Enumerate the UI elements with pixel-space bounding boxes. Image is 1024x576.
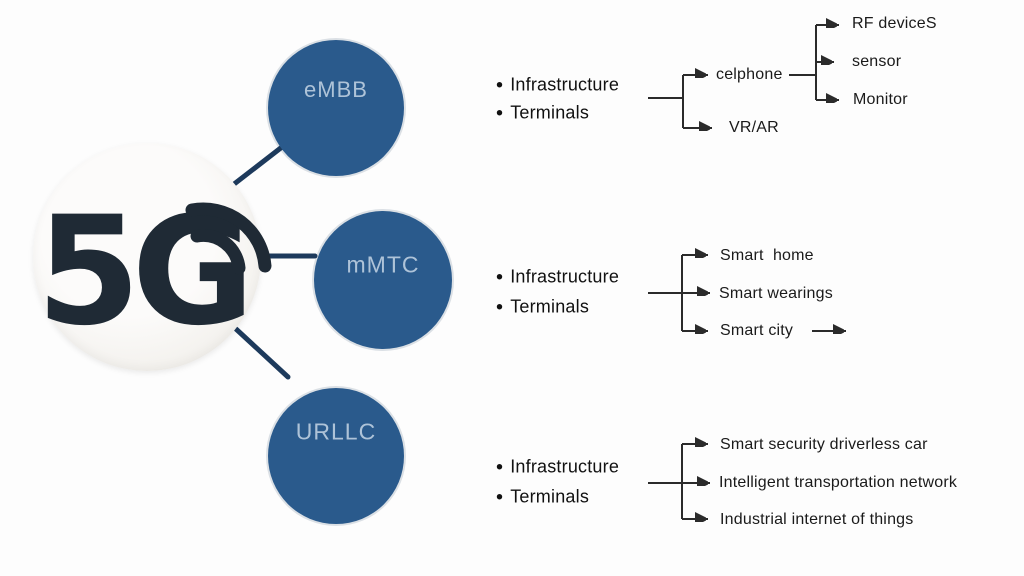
embb-leaf-monitor: Monitor xyxy=(853,91,908,108)
bullet-icon: • xyxy=(496,266,504,288)
signal-waves-icon xyxy=(185,202,272,275)
category-label-urllc: URLLC xyxy=(295,418,377,445)
bullet-icon: • xyxy=(496,486,504,508)
hub-link-embb xyxy=(226,144,285,191)
category-label-embb: eMBB xyxy=(304,77,368,103)
mmtc-leaf-smart-city: Smart city xyxy=(720,322,794,339)
bullet-icon: • xyxy=(496,74,504,96)
mmtc-leaf-smart-home: Smart home xyxy=(720,247,814,264)
embb-node-vr-ar: VR/AR xyxy=(729,119,779,136)
embb-bullet-infrastructure: • Infrastructure xyxy=(496,75,619,96)
bullet-label: Terminals xyxy=(510,486,590,507)
bullet-icon: • xyxy=(496,456,504,478)
embb-tree-lines xyxy=(648,25,839,128)
bullet-label: Infrastructure xyxy=(510,456,620,477)
category-circle-embb: eMBB xyxy=(268,40,404,176)
bullet-label: Infrastructure xyxy=(510,74,620,95)
embb-leaf-sensor: sensor xyxy=(852,53,902,70)
mmtc-leaf-smart-wearings: Smart wearings xyxy=(719,285,833,302)
urllc-bullet-terminals: • Terminals xyxy=(496,487,589,508)
urllc-leaf-industrial-iot: Industrial internet of things xyxy=(720,511,914,528)
embb-leaf-rf-devices: RF deviceS xyxy=(852,15,937,32)
embb-bullet-terminals: • Terminals xyxy=(496,103,589,124)
hub-links xyxy=(226,144,318,380)
category-circle-urllc: URLLC xyxy=(268,388,404,524)
mmtc-bullet-terminals: • Terminals xyxy=(496,297,589,318)
bullet-icon: • xyxy=(496,102,504,124)
embb-node-celphone: celphone xyxy=(716,66,783,83)
mmtc-tree-lines xyxy=(648,255,846,331)
hub-link-urllc xyxy=(233,326,291,380)
bullet-label: Infrastructure xyxy=(510,266,620,287)
category-circle-mmtc: mMTC xyxy=(314,211,452,349)
bullet-label: Terminals xyxy=(510,102,590,123)
urllc-bullet-infrastructure: • Infrastructure xyxy=(496,457,619,478)
urllc-tree-lines xyxy=(648,444,710,519)
hub-circle: 5G xyxy=(33,143,272,371)
bullet-icon: • xyxy=(496,296,504,318)
urllc-leaf-smart-security: Smart security driverless car xyxy=(720,436,928,453)
category-label-mmtc: mMTC xyxy=(346,251,420,278)
urllc-leaf-intelligent-transportation: Intelligent transportation network xyxy=(719,474,958,491)
mmtc-bullet-infrastructure: • Infrastructure xyxy=(496,267,619,288)
bullet-label: Terminals xyxy=(510,296,590,317)
